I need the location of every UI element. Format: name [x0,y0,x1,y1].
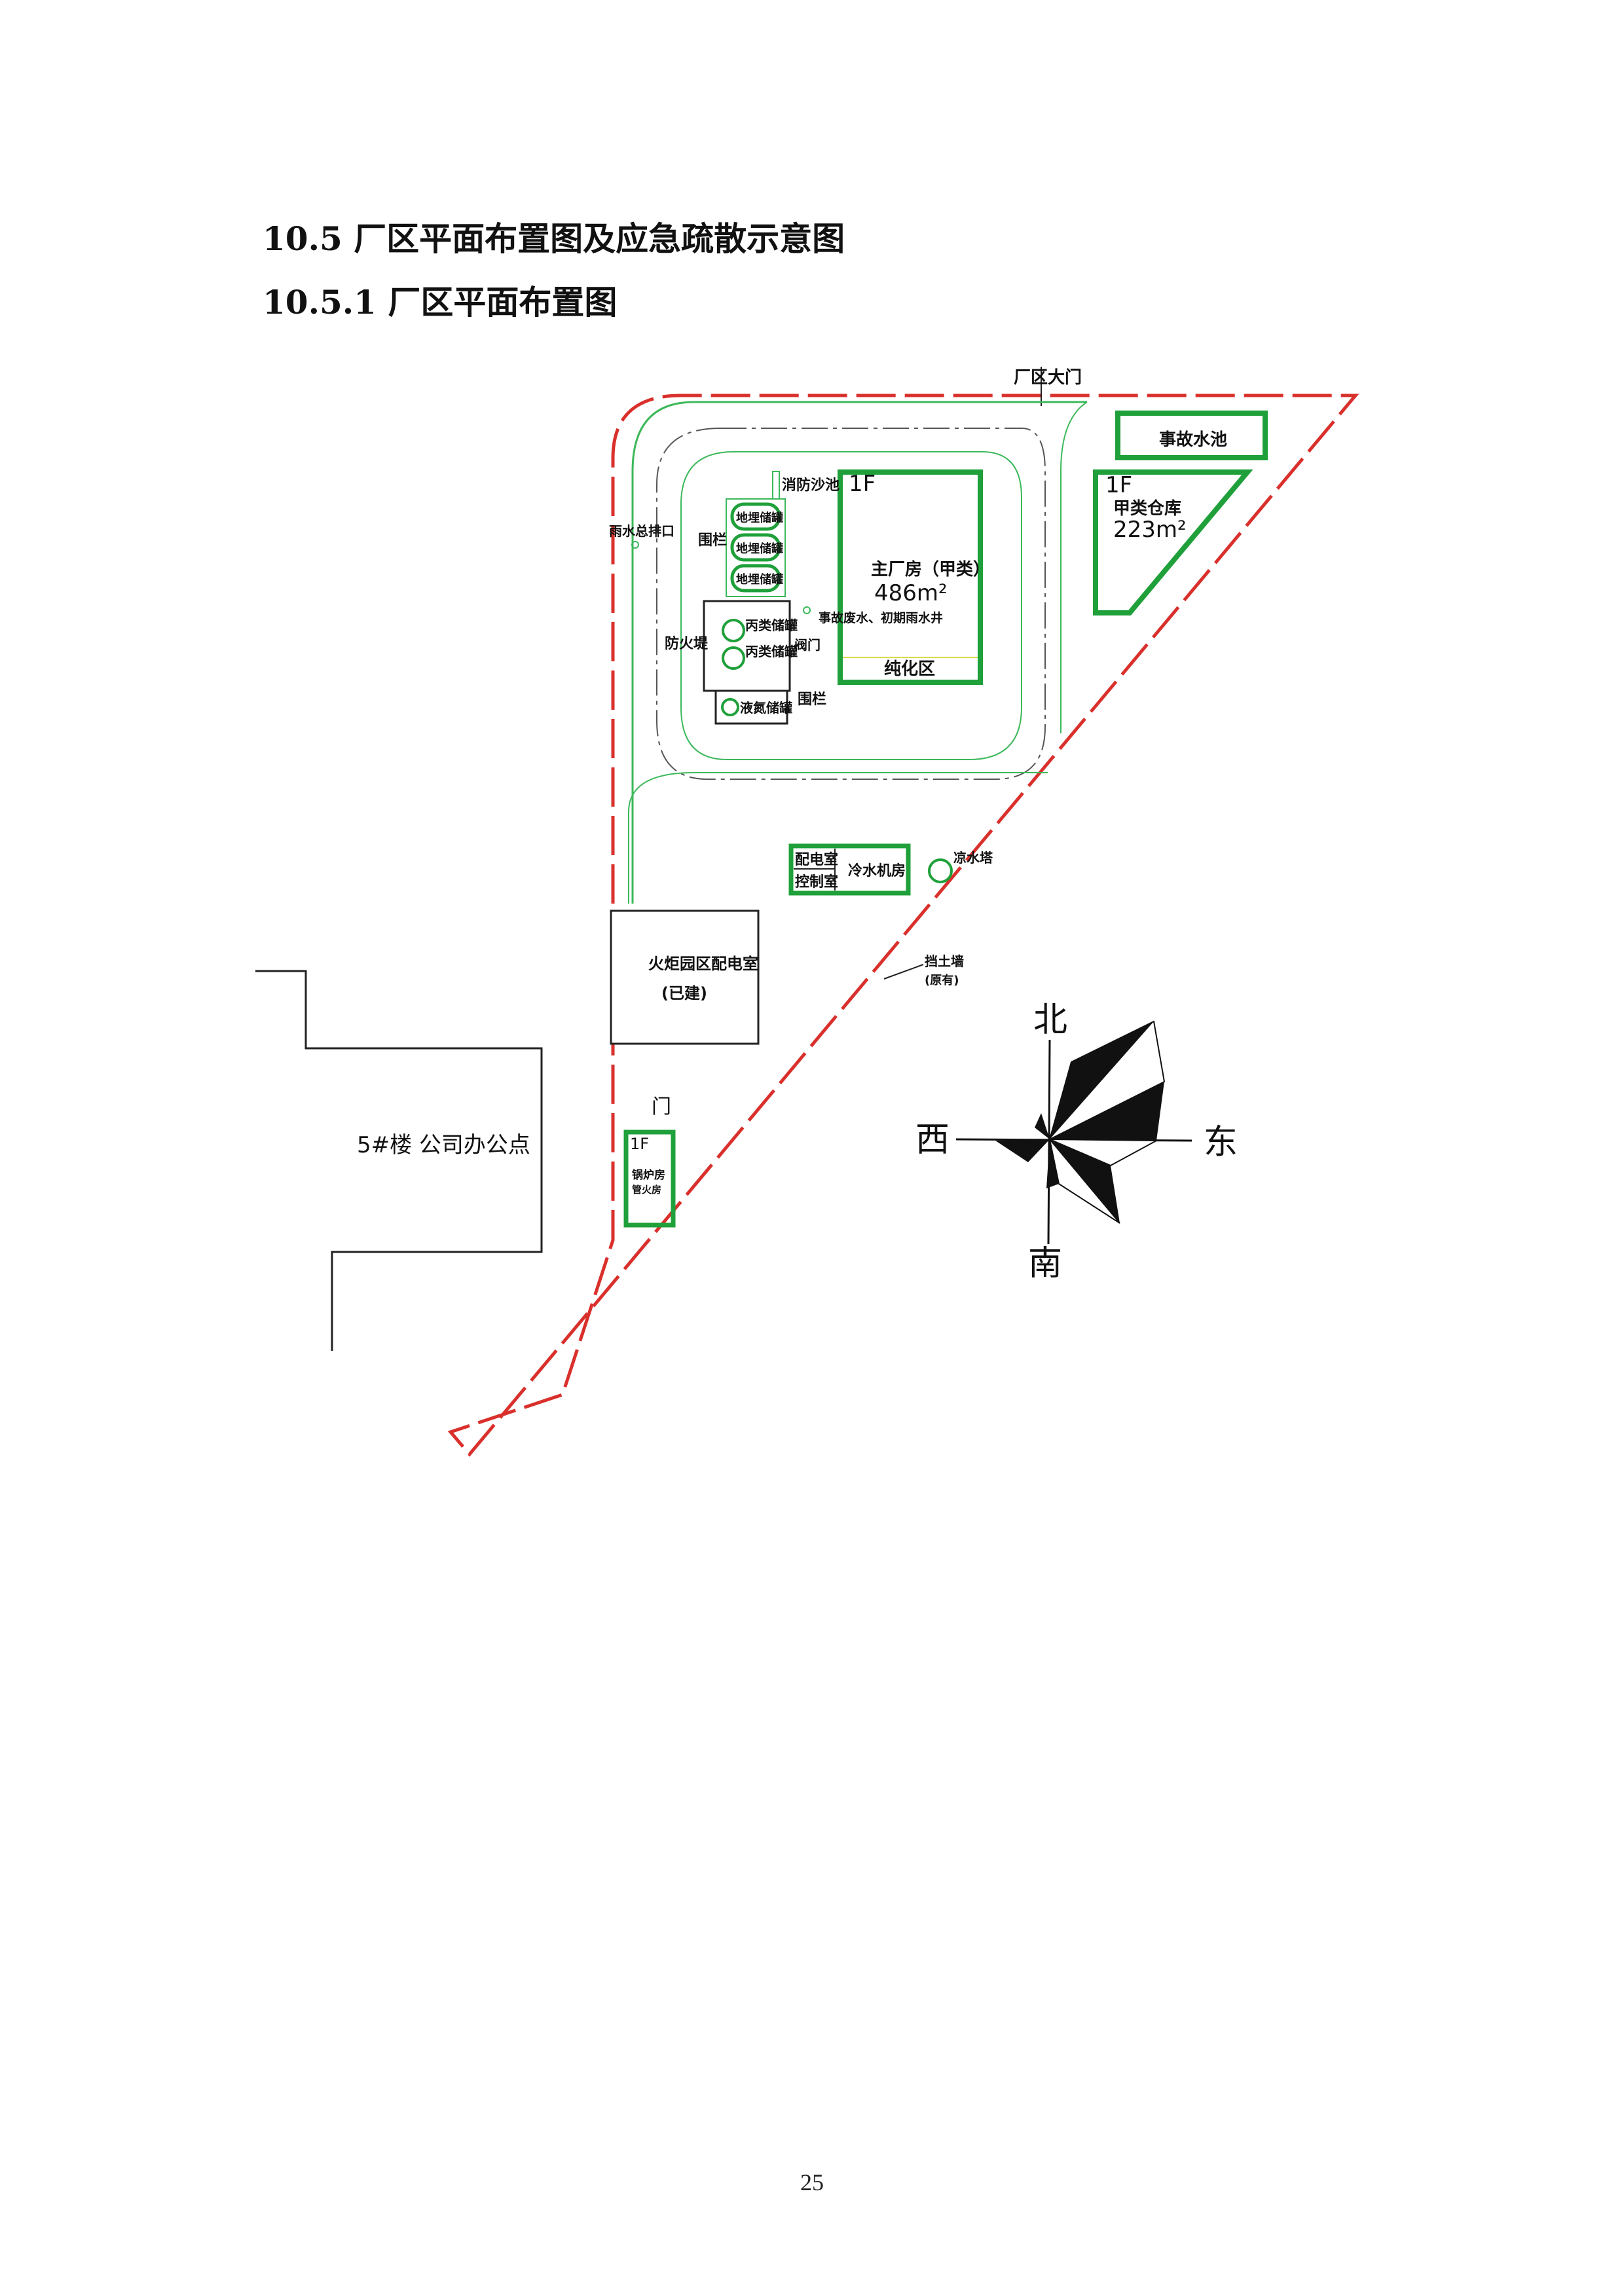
compass-east: 东 [1204,1123,1238,1162]
cooling-tower-label: 凉水塔 [953,850,993,866]
warehouse-floor: 1F [1105,472,1132,498]
accident-pool-label: 事故水池 [1159,430,1227,450]
inner-road [680,451,1022,760]
purification-zone-label: 纯化区 [884,659,935,679]
chiller-room-label: 冷水机房 [848,862,906,879]
ln2-tank-enclosure [714,689,788,725]
outer-road [631,401,1087,904]
buried-tank [730,533,781,562]
control-room-label: 控制室 [795,873,838,890]
rain-outlet-icon [631,541,639,549]
boiler-sub: 管火房 [632,1184,661,1196]
accident-pool [1115,411,1268,460]
boiler-floor: 1F [630,1135,649,1153]
section-heading: 10.5 厂区平面布置图及应急疏散示意图 [263,219,845,258]
buried-tank-enclosure [726,498,786,597]
buried-tank-label: 地埋储罐 [736,511,783,525]
east-road [1060,401,1088,733]
warehouse-area: 223m² [1113,517,1187,543]
class-c-tank [722,619,745,642]
south-road [628,772,1048,904]
boiler-room [623,1129,676,1228]
class-c-tank-label: 丙类储罐 [745,617,798,633]
fence-label: 围栏 [798,691,826,708]
ln2-tank-label: 液氮储罐 [740,700,792,716]
main-plant-floor: 1F [849,471,876,497]
buried-tanks: 地埋储罐 地埋储罐 地埋储罐 [730,502,783,593]
park-power-room [610,909,760,1045]
wind-rose-petals [995,1020,1166,1224]
buried-tank [730,564,781,593]
class-a-warehouse [1093,469,1253,615]
compass-north: 北 [1033,1001,1067,1040]
retaining-wall-label: 挡土墙 [925,953,964,969]
chiller-building [788,843,911,896]
main-plant-name: 主厂房（甲类） [871,560,990,579]
firewall-label: 防火堤 [665,636,709,652]
north-south-axis [1047,1039,1051,1245]
leader-line [883,964,924,980]
cooling-tower [928,858,953,883]
boiler-name: 锅炉房 [632,1168,665,1182]
subsection-heading: 10.5.1 厂区平面布置图 [263,283,618,321]
rain-outlet-label: 雨水总排口 [609,523,674,539]
office-label: 5#楼 公司办公点 [357,1132,530,1158]
gate-label: 门 [652,1095,671,1118]
ln2-tank [721,698,739,716]
class-c-tank [722,646,745,670]
well-label: 事故废水、初期雨水井 [819,610,943,625]
main-plant [838,469,983,685]
page-number: 25 [800,2169,824,2195]
site-boundary [447,394,1359,1457]
park-power-room-label: 火炬园区配电室 [648,955,758,973]
buried-tank [730,502,781,531]
fire-sand-pool-label: 消防沙池 [782,477,840,494]
park-power-room-note: (已建) [661,984,707,1002]
main-gate-label: 厂区大门 [1014,368,1082,388]
compass-south: 南 [1028,1244,1062,1283]
road-loop [656,428,1046,780]
warehouse-name: 甲类仓库 [1113,498,1181,519]
buried-tank-label: 地埋储罐 [736,542,783,556]
compass-west: 西 [915,1120,950,1160]
fence-label: 围栏 [698,532,727,549]
well-icon [803,606,811,614]
main-plant-area: 486m² [874,580,948,606]
office-building-outline [255,970,543,1351]
power-room-label: 配电室 [795,851,838,868]
class-c-tank-label: 丙类储罐 [745,644,798,659]
buried-tank-label: 地埋储罐 [736,572,783,587]
retaining-wall-note: (原有) [925,973,959,987]
valve-label: 阀门 [794,637,821,653]
